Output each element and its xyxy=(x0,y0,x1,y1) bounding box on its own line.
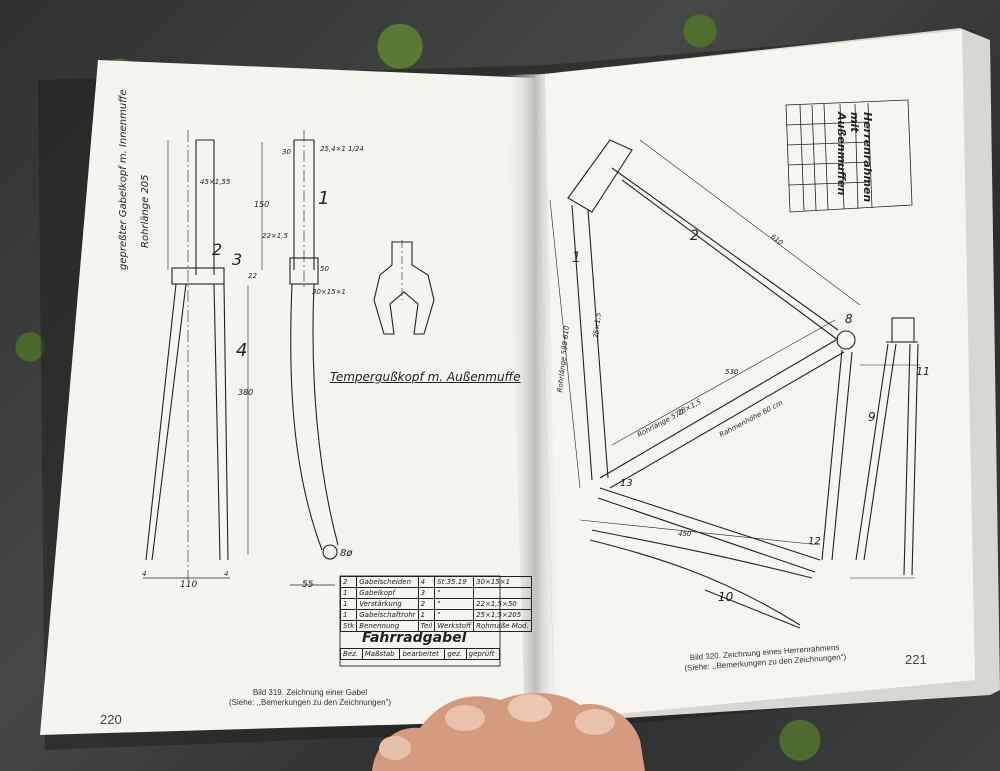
table-cell: 1 xyxy=(339,598,358,610)
right-page-paper xyxy=(535,30,975,720)
table-cell: Gabelscheiden xyxy=(356,576,419,588)
left-page-paper xyxy=(40,60,555,735)
frame-part-8: 8 xyxy=(845,312,853,326)
right-page-number: 221 xyxy=(905,652,927,667)
table-cell: " xyxy=(434,587,475,599)
part-number-4: 4 xyxy=(236,340,248,361)
table-cell: 1 xyxy=(417,609,436,621)
table-cell: Stk xyxy=(339,620,358,632)
gepresster-label: gepreßter Gabelkopf m. Innenmuffe xyxy=(118,89,129,270)
table-cell: 25×1,5×205 xyxy=(473,609,532,621)
dim-25: 25,4×1 1/24 xyxy=(320,145,364,153)
table-cell: Benennung xyxy=(356,620,419,632)
table-cell: 2 xyxy=(417,598,436,610)
dim-150: 150 xyxy=(254,200,270,209)
table-cell: Gabelschaftrohr xyxy=(356,609,419,621)
dim-110: 110 xyxy=(180,580,198,590)
frame-title: Herrenrahmen mit Außenmuffen xyxy=(835,112,874,203)
tempergusskopf-label: Tempergußkopf m. Außenmuffe xyxy=(330,370,521,384)
table-cell: Werkstoff xyxy=(434,620,475,632)
dim-530: 530 xyxy=(725,368,739,376)
frame-part-10: 10 xyxy=(718,590,734,604)
table-cell: Gabelkopf xyxy=(356,587,419,599)
dim-30x: 30×15×1 xyxy=(312,288,346,296)
table-footer-cell: gez. xyxy=(444,648,467,660)
table-cell: St.35.19 xyxy=(434,576,475,588)
table-cell: 1 xyxy=(339,587,358,599)
table-cell: " xyxy=(434,598,475,610)
left-caption-line1: Bild 319. Zeichnung einer Gabel xyxy=(252,688,368,697)
title-block xyxy=(785,99,913,213)
table-cell: 3 xyxy=(417,587,436,599)
dim-450: 450 xyxy=(678,530,692,538)
part-number-1: 1 xyxy=(318,188,330,209)
dim-380: 380 xyxy=(238,388,254,397)
fork-drawing-2 xyxy=(261,130,339,586)
dim-45: 45×1,55 xyxy=(200,178,231,186)
rohrlaenge-label: Rohrlänge 205 xyxy=(140,174,151,248)
dim-4a: 4 xyxy=(142,570,147,578)
dim-22x: 22×1,5 xyxy=(262,232,288,240)
table-cell: 30×15×1 xyxy=(473,576,532,588)
dim-22: 22 xyxy=(248,272,257,280)
dim-30: 30 xyxy=(282,148,291,156)
table-cell: Verstärkung xyxy=(356,598,419,610)
cast-crown-detail xyxy=(373,240,435,335)
frame-part-1: 1 xyxy=(572,250,581,266)
frame-part-13: 13 xyxy=(620,478,633,489)
dim-55: 55 xyxy=(302,580,314,590)
part-number-2: 2 xyxy=(212,240,223,259)
left-caption-line2: (Siehe: ,,Bemerkungen zu den Zeichnungen… xyxy=(228,698,392,707)
frame-part-12: 12 xyxy=(808,536,821,547)
left-page-number: 220 xyxy=(100,712,122,727)
table-cell: 1 xyxy=(339,609,358,621)
table-footer-cell: geprüft xyxy=(465,648,501,660)
part-number-3: 3 xyxy=(232,250,243,269)
rear-stay-drawing xyxy=(850,317,920,579)
dim-4b: 4 xyxy=(224,570,229,578)
fork-drawing-1 xyxy=(143,130,249,580)
table-cell: 2 xyxy=(339,576,358,588)
dim-8: 8ø xyxy=(340,548,353,559)
dim-50: 50 xyxy=(320,265,329,273)
frame-part-11: 11 xyxy=(916,365,930,378)
table-footer-cell: Maßstab xyxy=(361,648,401,660)
table-cell: " xyxy=(434,609,475,621)
table-cell xyxy=(473,587,532,599)
frame-part-2: 2 xyxy=(690,228,699,244)
left-caption: Bild 319. Zeichnung einer Gabel (Siehe: … xyxy=(200,688,420,708)
frame-drawing xyxy=(549,139,861,629)
frame-part-9: 9 xyxy=(868,410,876,424)
table-title: Fahrradgabel xyxy=(362,630,467,646)
hand xyxy=(372,693,645,771)
table-cell: 4 xyxy=(417,576,436,588)
table-cell: 22×1,5×50 xyxy=(473,598,532,610)
table-cell: Rohmaße Mod. xyxy=(473,620,532,632)
table-footer-cell: Bez. xyxy=(340,648,363,660)
table-footer-cell: bearbeitet xyxy=(399,648,446,660)
